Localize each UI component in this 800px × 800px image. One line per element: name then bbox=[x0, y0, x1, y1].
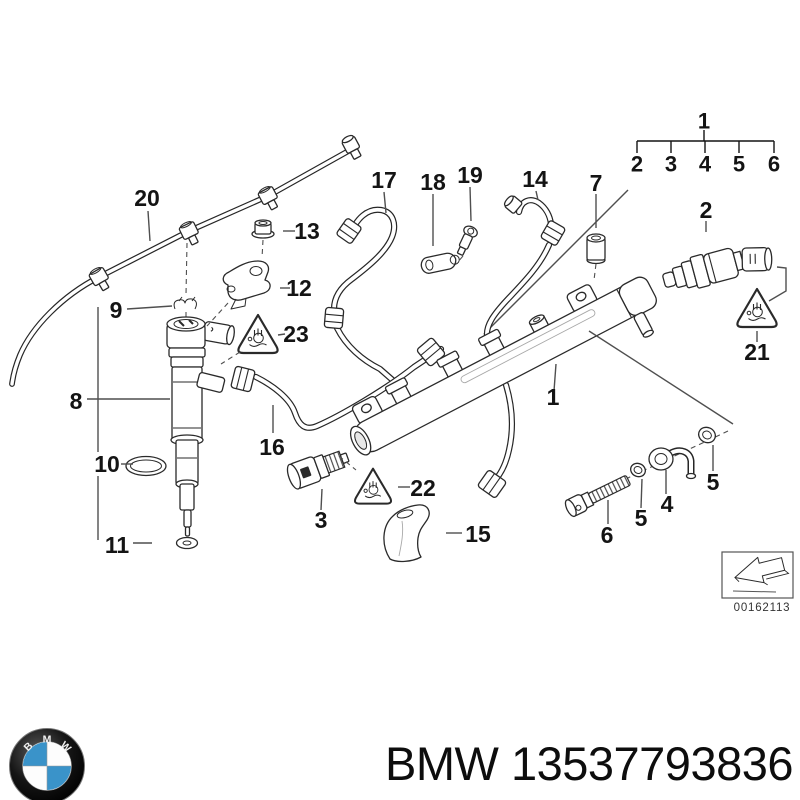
clamp bbox=[420, 252, 460, 274]
part-label-9: 9 bbox=[110, 297, 123, 323]
part-label-21: 21 bbox=[744, 339, 770, 365]
part-label-7: 7 bbox=[590, 170, 603, 196]
diagram-code: 00162113 bbox=[734, 602, 791, 614]
tree-child-label-2: 2 bbox=[631, 152, 643, 177]
banjo-pointer-line bbox=[588, 330, 734, 425]
part-label-15: 15 bbox=[465, 521, 491, 547]
return-pipe bbox=[477, 381, 515, 498]
part-label-6: 6 bbox=[601, 522, 614, 548]
leak-off-pipe bbox=[9, 134, 362, 387]
t-connector bbox=[88, 266, 110, 292]
seal-ring bbox=[630, 462, 646, 478]
part-label-12: 12 bbox=[286, 275, 312, 301]
arrow-icon bbox=[734, 556, 790, 586]
part-label-23: 23 bbox=[283, 321, 309, 347]
pressure-pipe-17 bbox=[323, 206, 400, 387]
regulator-bracket-line bbox=[768, 266, 787, 302]
rail-drain-tube bbox=[633, 312, 654, 338]
part-label-11: 11 bbox=[105, 532, 130, 558]
t-connector bbox=[257, 185, 278, 211]
leader-lines bbox=[87, 186, 758, 544]
logo-letter-M: M bbox=[43, 734, 52, 746]
banjo-bolt bbox=[564, 475, 631, 518]
rail-bolt bbox=[586, 233, 606, 281]
t-connector bbox=[178, 221, 199, 246]
screw bbox=[456, 225, 478, 256]
tree-child-label-5: 5 bbox=[733, 152, 745, 177]
part-label-19: 19 bbox=[457, 162, 483, 188]
tree-pointer-line bbox=[483, 189, 629, 335]
part-number-text: BMW 13537793836 bbox=[385, 737, 793, 790]
warning-triangle bbox=[736, 287, 778, 329]
cap-nut bbox=[251, 219, 275, 239]
part-label-10: 10 bbox=[94, 451, 120, 477]
part-label-5: 5 bbox=[707, 469, 720, 495]
tree-child-label-3: 3 bbox=[665, 152, 677, 177]
part-label-17: 17 bbox=[371, 167, 397, 193]
pressure-pipe-14 bbox=[483, 195, 566, 340]
tree-child-label-4: 4 bbox=[699, 152, 712, 177]
banjo-fitting bbox=[648, 447, 697, 480]
seal-ring bbox=[698, 426, 716, 444]
part-label-8: 8 bbox=[70, 388, 83, 414]
part-label-13: 13 bbox=[294, 218, 320, 244]
pressure-pipe-16 bbox=[252, 337, 446, 431]
tree-child-label-6: 6 bbox=[768, 152, 780, 177]
o-ring bbox=[125, 455, 167, 477]
direction-arrow-box: 00162113 bbox=[721, 551, 794, 614]
warning-triangle bbox=[237, 313, 279, 355]
holding-bracket bbox=[222, 260, 271, 310]
pressure-regulator bbox=[662, 247, 773, 289]
fuel-rail bbox=[349, 276, 657, 456]
part-label-1: 1 bbox=[547, 384, 560, 410]
part-label-5: 5 bbox=[635, 505, 648, 531]
part-label-20: 20 bbox=[134, 185, 160, 211]
part-label-22: 22 bbox=[410, 475, 436, 501]
part-label-4: 4 bbox=[661, 491, 674, 517]
part-label-16: 16 bbox=[259, 434, 285, 460]
part-label-2: 2 bbox=[700, 197, 713, 223]
protective-cover bbox=[383, 504, 430, 563]
pressure-sensor bbox=[286, 450, 350, 490]
tree-parent-label: 1 bbox=[698, 109, 710, 134]
part-label-14: 14 bbox=[522, 166, 548, 192]
injector bbox=[166, 242, 256, 537]
warning-triangle bbox=[353, 467, 393, 505]
part-label-18: 18 bbox=[420, 169, 446, 195]
part-label-3: 3 bbox=[315, 507, 328, 533]
sealing-washer bbox=[175, 536, 199, 550]
retaining-clip bbox=[173, 296, 197, 310]
